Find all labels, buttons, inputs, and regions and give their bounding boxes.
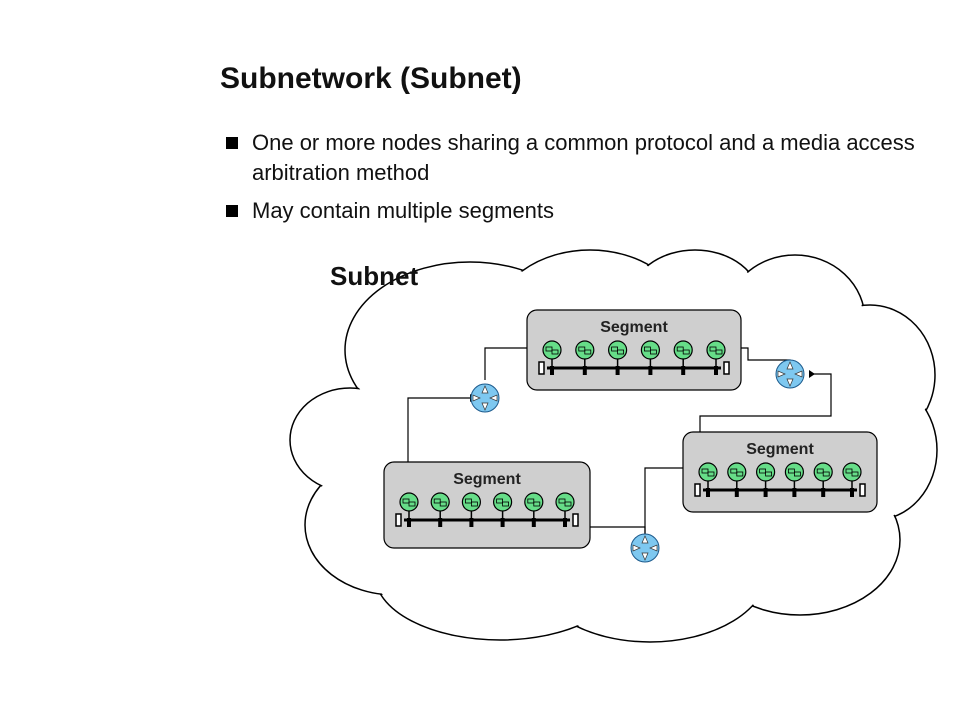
bullet-square-icon xyxy=(226,205,238,217)
terminator-icon xyxy=(538,361,545,375)
bullet-item: One or more nodes sharing a common proto… xyxy=(226,128,926,188)
segment-label: Segment xyxy=(746,441,814,458)
subnet-label: Subnet xyxy=(330,261,418,291)
node-icon xyxy=(493,492,513,527)
page-title: Subnetwork (Subnet) xyxy=(220,62,522,95)
node-icon xyxy=(607,340,628,375)
node-icon xyxy=(784,462,805,497)
node-icon xyxy=(640,340,661,375)
terminator-icon xyxy=(395,513,402,527)
node-icon xyxy=(706,340,726,375)
node-icon xyxy=(813,462,833,497)
node-icon xyxy=(727,462,747,497)
segment-box: Segment xyxy=(526,309,742,391)
bullet-list: One or more nodes sharing a common proto… xyxy=(226,128,926,234)
segment-label: Segment xyxy=(600,319,668,336)
node-icon xyxy=(524,492,544,527)
node-icon xyxy=(430,492,450,527)
terminator-icon xyxy=(572,513,579,527)
node-icon xyxy=(555,492,575,527)
node-icon xyxy=(698,462,718,497)
terminator-icon xyxy=(694,483,701,497)
bullet-square-icon xyxy=(226,137,238,149)
terminator-icon xyxy=(723,361,730,375)
node-icon xyxy=(575,340,595,375)
terminator-icon xyxy=(859,483,866,497)
segment-box: Segment xyxy=(682,431,878,513)
segment-label: Segment xyxy=(453,471,521,488)
router-icon xyxy=(630,533,660,563)
node-icon xyxy=(542,340,562,375)
link-lines xyxy=(407,347,832,536)
node-icon xyxy=(673,340,693,375)
node-icon xyxy=(461,492,481,527)
bullet-item: May contain multiple segments xyxy=(226,196,926,226)
node-icon xyxy=(755,462,776,497)
router-icon xyxy=(775,359,805,389)
segment-box: Segment xyxy=(383,461,591,549)
router-icon xyxy=(470,383,500,413)
node-icon xyxy=(842,462,862,497)
node-icon xyxy=(399,492,419,527)
